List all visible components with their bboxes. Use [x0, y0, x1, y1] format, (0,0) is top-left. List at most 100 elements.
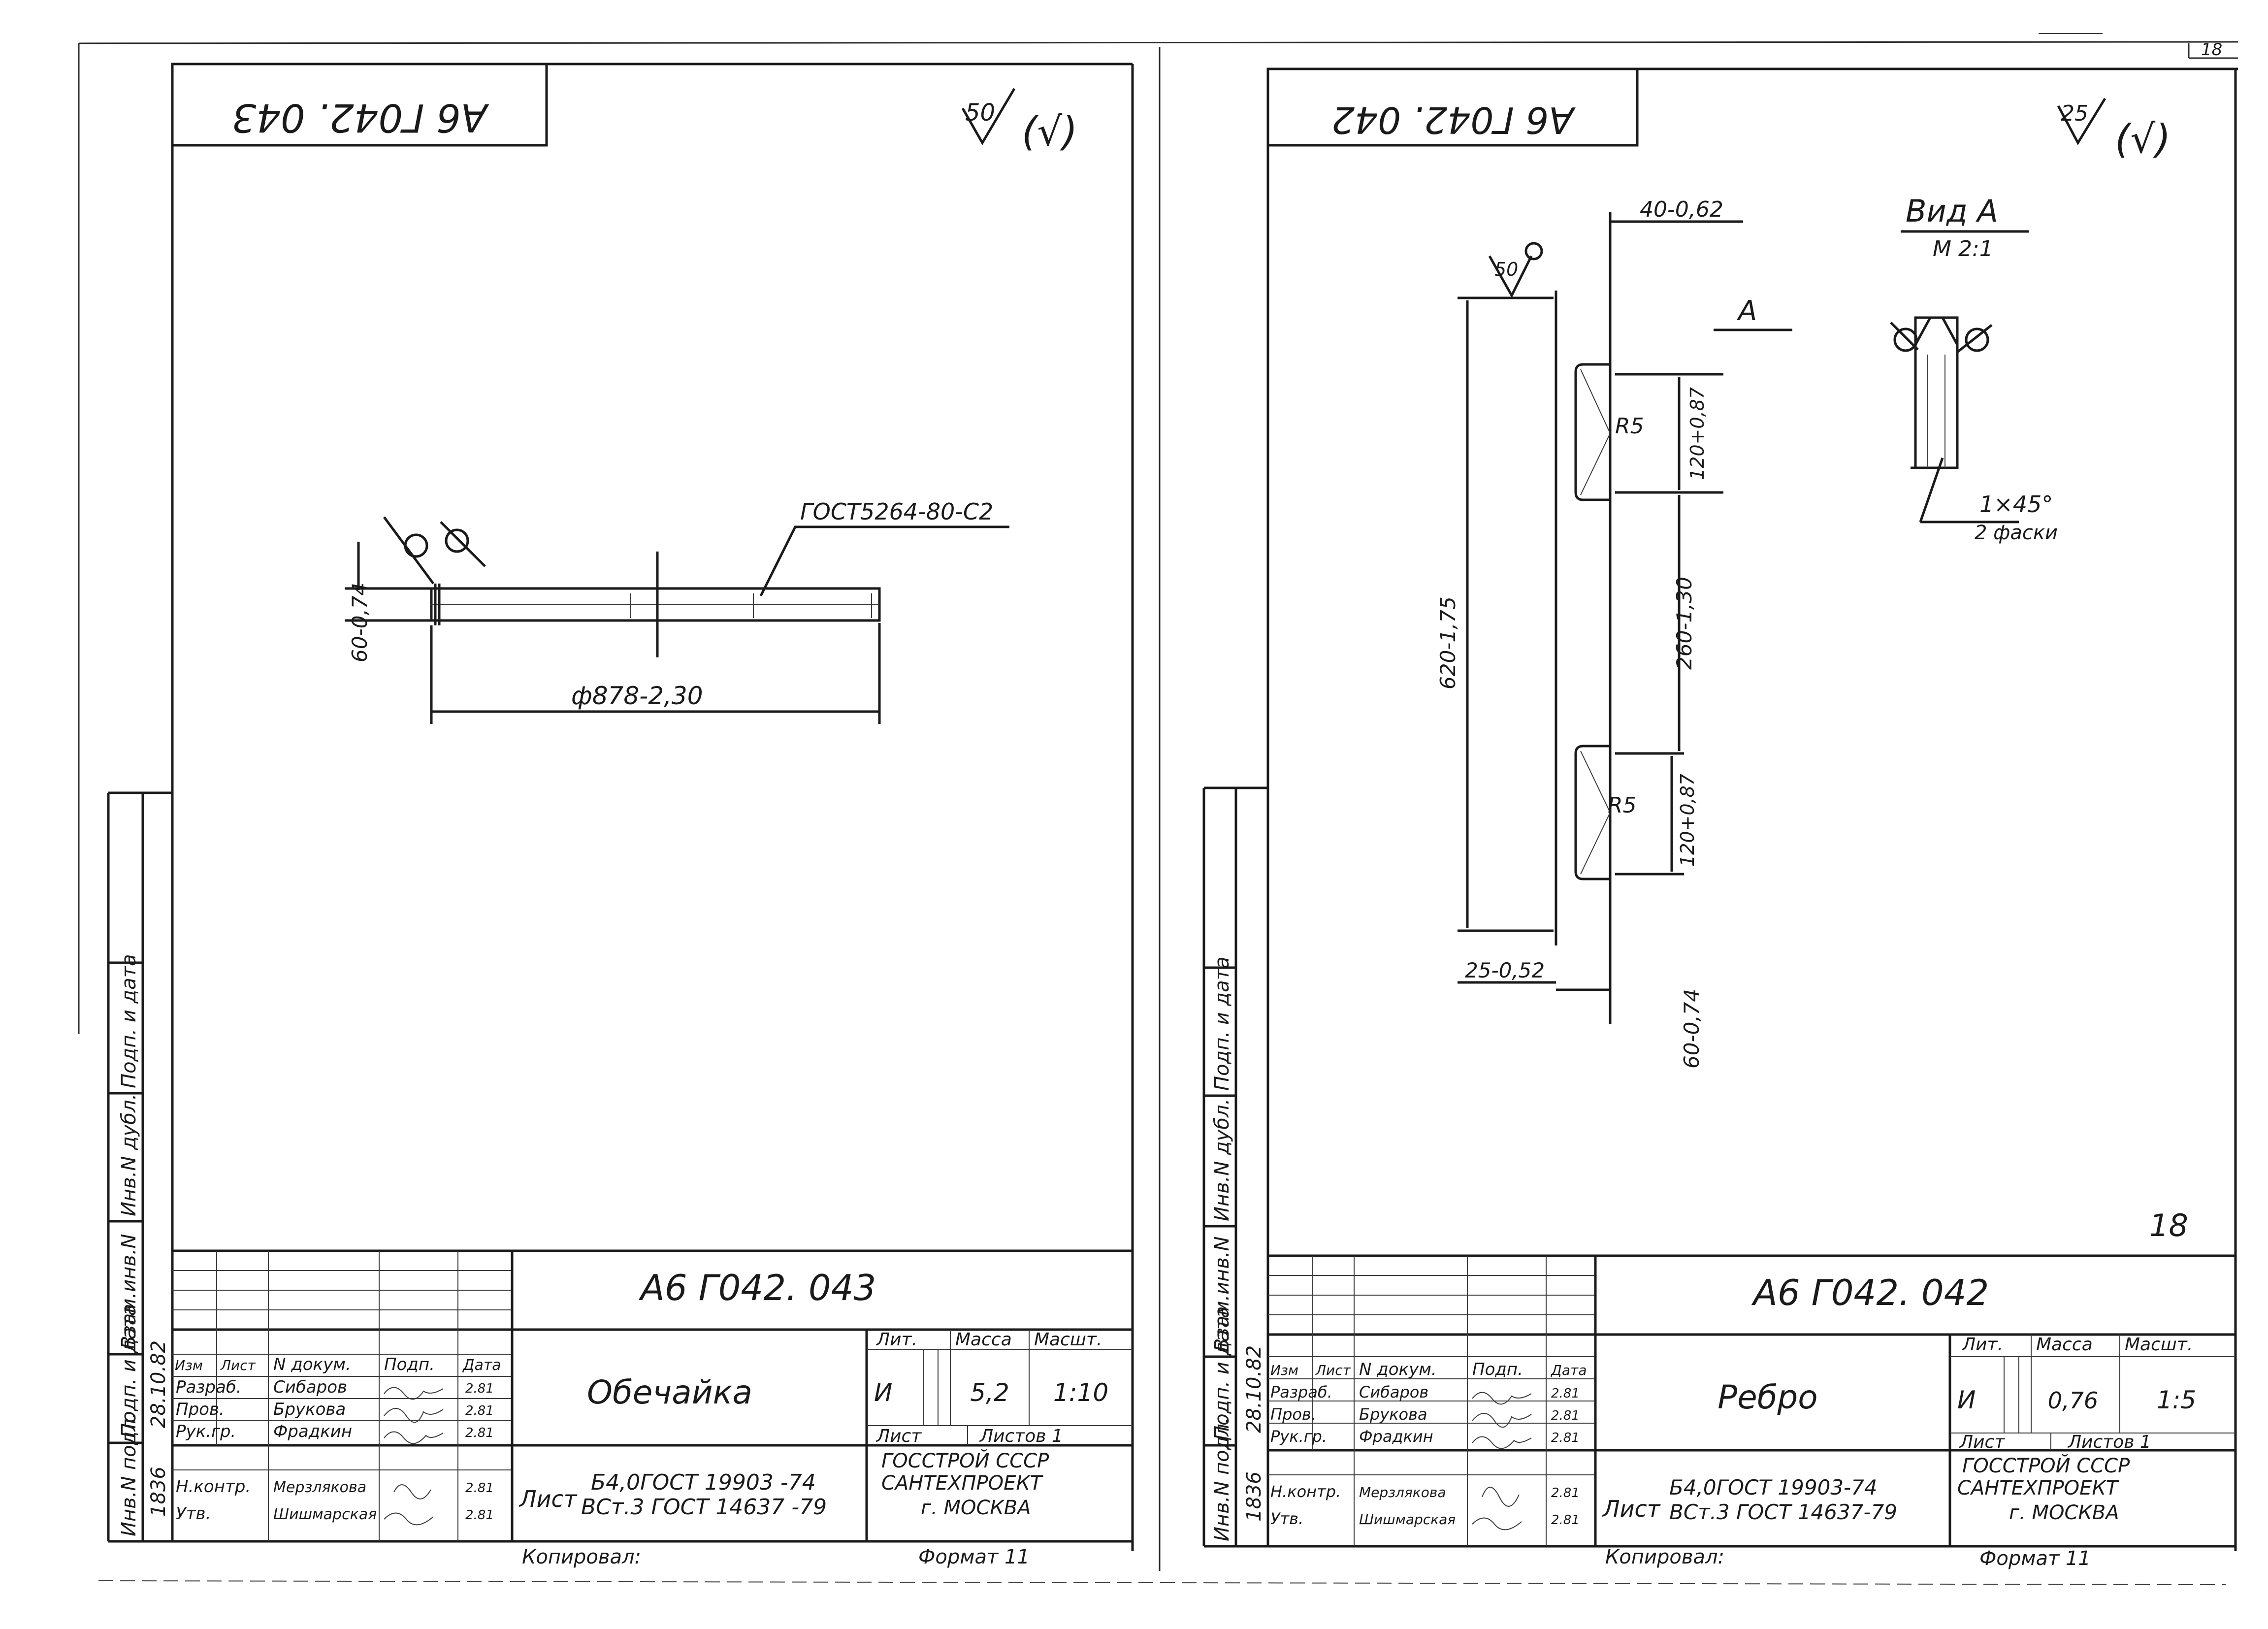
left-material-1: Б4,0ГОСТ 19903 -74: [591, 1470, 816, 1495]
right-side-label-4: Инв.N дубл.: [1211, 1099, 1233, 1221]
right-roughness-value: 25: [2061, 101, 2088, 126]
right-roughness-symbol: 25 (√): [2057, 98, 2171, 162]
left-roughness-symbol: 50 (√): [961, 88, 1077, 155]
right-dim-120-2: 120+0,87: [1677, 774, 1698, 867]
right-sheet: А6 Г042. 042 25 (√) R5 R5 40-0,62 50: [1202, 67, 2238, 1570]
left-code-box: [171, 63, 548, 147]
right-side-label-5: Подп. и дата: [1211, 957, 1233, 1091]
right-row1-name: Сибаров: [1359, 1383, 1428, 1401]
bottom-trim-line: [98, 1580, 2226, 1585]
top-edge-line: [78, 41, 2238, 44]
left-row5-name: Мерзлякова: [273, 1479, 366, 1496]
right-view-letter: А: [1737, 295, 1757, 327]
left-signature-1: [384, 1387, 444, 1400]
left-lit-value: И: [874, 1378, 892, 1407]
left-org-2: САНТЕХПРОЕКТ: [881, 1472, 1044, 1495]
left-org-3: г. МОСКВА: [921, 1497, 1031, 1519]
left-hdr-list: Лист: [220, 1357, 256, 1373]
right-signature-2: [1472, 1413, 1532, 1428]
right-view-title: Вид А: [1906, 193, 1998, 229]
view-a-detail: Вид А М 2:1 1×45° 2 фаски: [1890, 193, 2058, 544]
left-side-stamp: Инв.N подл. Подп. и дата Взам.инв.N Инв.…: [107, 791, 174, 1541]
left-material-2: ВСт.3 ГОСТ 14637 -79: [581, 1495, 827, 1520]
left-signature-2: [384, 1408, 444, 1423]
left-side-label-3: Взам.инв.N: [118, 1234, 140, 1349]
right-sheet-mark: 18: [2149, 1207, 2188, 1243]
right-dim-120-1: 120+0,87: [1686, 387, 1708, 480]
left-scale-value: 1:10: [1053, 1378, 1108, 1407]
left-row3-date: 2.81: [465, 1426, 494, 1440]
right-dim-r5-1: R5: [1615, 414, 1644, 439]
left-row1-name: Сибаров: [273, 1377, 347, 1397]
right-signature-1: [1472, 1392, 1532, 1405]
left-roughness-paren: (√): [1022, 109, 1077, 155]
right-code-rotated: А6 Г042. 042: [1331, 98, 1576, 141]
left-copied: Копировал:: [522, 1546, 641, 1568]
left-side-label-2: Подп. и дата: [118, 1304, 140, 1438]
left-row3-name: Фрадкин: [273, 1422, 352, 1441]
right-hdr-date: Дата: [1550, 1362, 1587, 1378]
right-dim-r5-2: R5: [1608, 793, 1637, 818]
right-lit-label: Лит.: [1961, 1335, 2003, 1355]
weld-leader-right: [440, 521, 486, 567]
right-hdr-izm: Изм: [1270, 1362, 1298, 1378]
left-part-drawing: ГОСТ5264-80-С2 60-0,74 ф878-2,30: [345, 498, 1009, 724]
right-code-box: [1266, 67, 1639, 147]
left-hdr-izm: Изм: [175, 1357, 203, 1373]
right-part-drawing: R5 R5 40-0,62 50 А 620-1,75 120+0,87: [1436, 197, 1792, 1069]
right-hdr-list: Лист: [1315, 1362, 1351, 1378]
right-scale-label: Масшт.: [2125, 1335, 2193, 1355]
right-dim-25: 25-0,52: [1465, 958, 1545, 982]
left-side-label-4: Инв.N дубл.: [118, 1094, 140, 1216]
left-side-label-5: Подп. и дата: [118, 954, 140, 1088]
right-material-2: ВСт.3 ГОСТ 14637-79: [1669, 1500, 1897, 1524]
right-title-code: А6 Г042. 042: [1751, 1272, 1989, 1313]
right-weld-50: 50: [1494, 259, 1518, 280]
left-hdr-date: Дата: [462, 1357, 501, 1374]
right-side-label-2: Подп. и дата: [1211, 1306, 1233, 1440]
right-roughness-paren: (√): [2115, 116, 2171, 162]
left-row1-date: 2.81: [465, 1381, 494, 1396]
right-list-label: Лист: [1602, 1496, 1661, 1522]
left-signature-4: [393, 1484, 431, 1499]
right-side-label-3: Взам.инв.N: [1211, 1237, 1233, 1352]
right-dim-60: 60-0,74: [1680, 989, 1704, 1069]
right-side-value-1: 1836: [1243, 1471, 1265, 1522]
left-part-name: Обечайка: [587, 1373, 752, 1411]
right-row1-role: Разраб.: [1270, 1383, 1332, 1401]
right-chamfer-note: 2 фаски: [1975, 521, 2058, 544]
left-roughness-value: 50: [965, 99, 995, 127]
right-row6-role: Утв.: [1270, 1509, 1303, 1528]
right-sheet-label: Лист: [1959, 1432, 2005, 1452]
right-mass-value: 0,76: [2048, 1387, 2098, 1414]
right-org-1: ГОССТРОЙ СССР: [1962, 1454, 2130, 1477]
left-row5-date: 2.81: [465, 1481, 494, 1496]
right-dim-top: 40-0,62: [1640, 197, 1723, 222]
left-row2-date: 2.81: [465, 1403, 494, 1418]
right-signature-4: [1482, 1487, 1520, 1507]
right-dim-260: 260-1,30: [1672, 577, 1696, 670]
left-org-1: ГОССТРОЙ СССР: [881, 1449, 1049, 1472]
right-side-stamp: Инв.N подл. Подп. и дата Взам.инв.N Инв.…: [1202, 786, 1269, 1546]
left-hdr-sign: Подп.: [384, 1355, 435, 1374]
right-row3-name: Фрадкин: [1359, 1427, 1433, 1446]
left-row5-role: Н.контр.: [176, 1477, 251, 1497]
right-scale-value: 1:5: [2157, 1386, 2196, 1414]
right-row2-role: Пров.: [1270, 1405, 1316, 1424]
left-list-label: Лист: [518, 1486, 578, 1512]
left-row2-role: Пров.: [176, 1400, 225, 1419]
left-sheet-label: Лист: [875, 1426, 922, 1446]
right-format: Формат 11: [1979, 1547, 2091, 1570]
left-row6-date: 2.81: [465, 1508, 494, 1523]
page-number: 18: [2201, 40, 2222, 60]
right-row6-date: 2.81: [1551, 1513, 1580, 1528]
left-code-rotated: А6 Г042. 043: [232, 95, 490, 139]
left-title-code: А6 Г042. 043: [639, 1267, 876, 1308]
left-row6-name: Шишмарская: [273, 1506, 377, 1523]
left-sheet: А6 Г042. 043 50 (√) ГОСТ5264-80-С2: [107, 63, 1134, 1568]
right-hdr-sign: Подп.: [1472, 1360, 1523, 1379]
left-side-value-1: 1836: [147, 1466, 170, 1517]
left-row2-name: Брукова: [273, 1400, 346, 1419]
right-row5-name: Мерзлякова: [1359, 1484, 1446, 1500]
